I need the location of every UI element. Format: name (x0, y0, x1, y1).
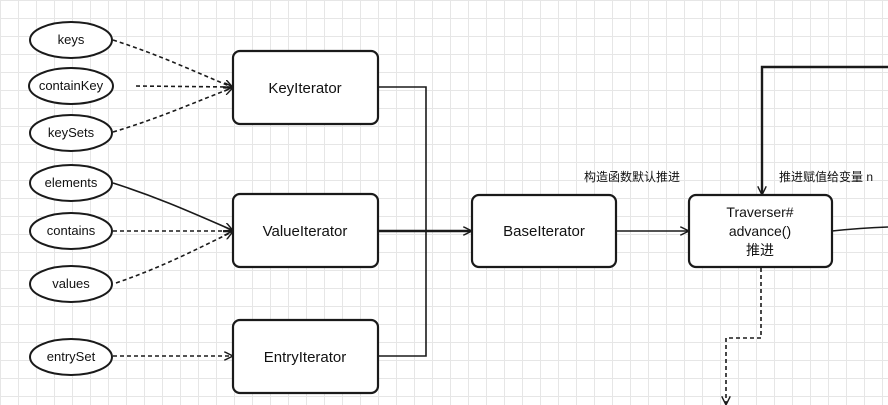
node-traverser-line2: advance() (729, 223, 791, 239)
edge-values-to-valueiterator (115, 232, 232, 284)
edge-keyiterator-to-base (378, 86, 427, 231)
source-contains-label: contains (47, 223, 96, 238)
source-keys-label: keys (58, 32, 85, 47)
edge-keys-to-keyiterator (112, 39, 232, 87)
node-traverser-line1: Traverser# (726, 204, 793, 220)
edge-keysets-to-keyiterator (112, 88, 232, 133)
source-containkey-label: containKey (39, 78, 104, 93)
edge-loop-into-traverser (762, 65, 888, 194)
annotation-constructor-advance: 构造函数默认推进 (584, 169, 680, 184)
node-keyiterator-label: KeyIterator (268, 80, 341, 97)
source-entryset-label: entrySet (47, 349, 96, 364)
node-entryiterator-label: EntryIterator (264, 349, 347, 366)
source-elements-label: elements (45, 175, 98, 190)
node-valueiterator: ValueIterator (231, 192, 380, 269)
source-elements: elements (29, 164, 113, 202)
edge-traverser-out-down (726, 268, 762, 404)
node-traverser: Traverser# advance() 推进 (687, 193, 834, 269)
node-baseiterator-label: BaseIterator (503, 223, 585, 240)
source-values: values (29, 265, 113, 303)
annotation-advance-assign: 推进赋值给变量 n (779, 169, 873, 184)
edge-containkey-to-keyiterator (135, 86, 232, 87)
edge-elements-to-valueiterator (112, 182, 232, 230)
edge-entryiterator-to-base (378, 231, 427, 357)
node-keyiterator: KeyIterator (231, 49, 380, 126)
source-contains: contains (29, 212, 113, 250)
source-entryset: entrySet (29, 338, 113, 376)
node-baseiterator: BaseIterator (470, 193, 618, 269)
source-containkey: containKey (28, 67, 114, 105)
source-keysets-label: keySets (48, 125, 95, 140)
source-keysets: keySets (29, 114, 113, 152)
node-entryiterator: EntryIterator (231, 318, 380, 395)
node-valueiterator-label: ValueIterator (263, 223, 348, 240)
source-keys: keys (29, 21, 113, 59)
source-values-label: values (52, 276, 90, 291)
node-traverser-line3: 推进 (746, 242, 774, 258)
edge-traverser-out-right (831, 226, 888, 232)
